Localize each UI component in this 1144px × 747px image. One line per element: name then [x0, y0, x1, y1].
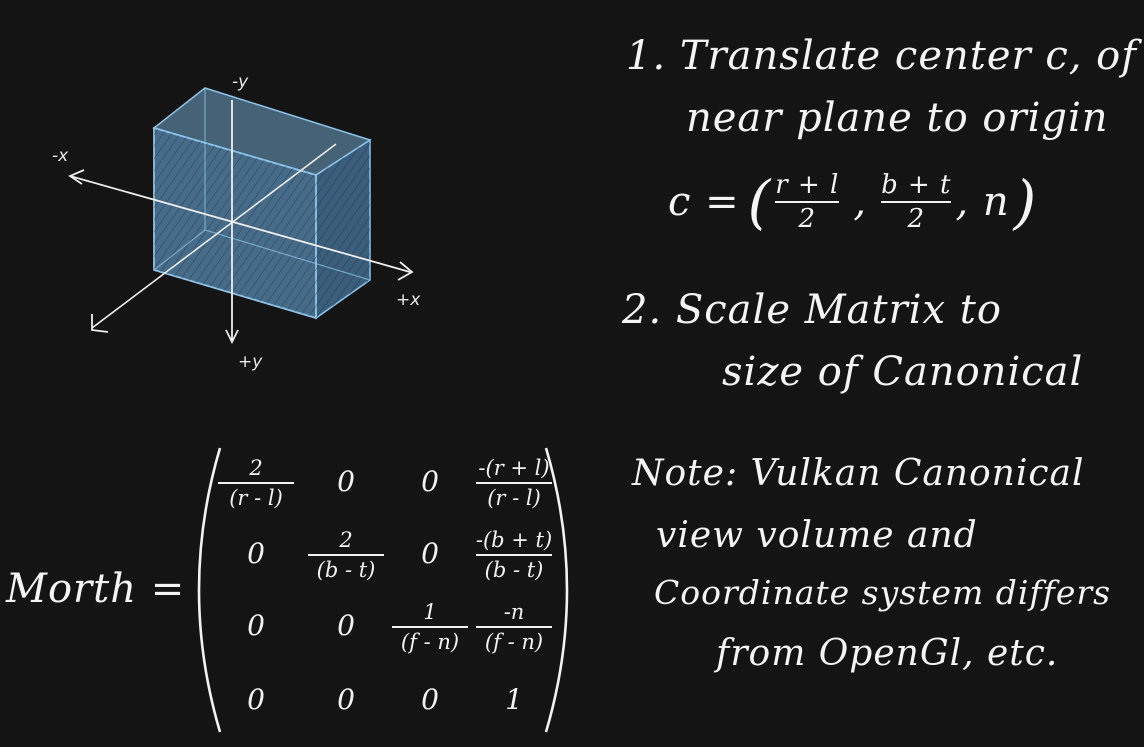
matrix-label: Morth = — [6, 566, 186, 612]
matrix-cell-r3-c4: -n (f - n) — [464, 600, 564, 654]
matrix-entry-denominator: (r - l) — [229, 486, 283, 510]
matrix-entry: 0 — [337, 465, 355, 498]
z-axis — [91, 143, 337, 329]
matrix-cell-r4-c2: 0 — [296, 686, 396, 714]
center-formula: c = ( r + l 2 , b + t 2 , n ) — [668, 168, 1037, 236]
fraction-bar — [392, 626, 468, 628]
view-volume-diagram — [68, 87, 414, 345]
matrix-cell-r4-c4: 1 — [464, 686, 564, 714]
step2-line1: 2. Scale Matrix to — [622, 287, 1002, 333]
neg-x-arrowhead — [68, 169, 85, 185]
pos-x-label: +x — [396, 290, 421, 310]
step1-line1: 1. Translate center c, of — [626, 33, 1138, 79]
box-side-hatch — [316, 140, 370, 318]
matrix-entry-denominator: (b - t) — [316, 558, 376, 582]
matrix-cell-r1-c3: 0 — [380, 468, 480, 496]
pos-x-arrowhead — [397, 261, 414, 281]
center-formula-comma: , — [853, 179, 868, 225]
fraction-bar — [308, 554, 384, 556]
matrix-entry: 1 — [505, 683, 523, 716]
matrix-cell-r1-c4: -(r + l) (r - l) — [464, 456, 564, 510]
step2-line2: size of Canonical — [722, 349, 1084, 395]
center-formula-close-paren: ) — [1013, 168, 1038, 236]
pos-y-label: +y — [238, 352, 263, 372]
matrix-entry: 0 — [247, 609, 265, 642]
center-x-numerator: r + l — [775, 170, 840, 200]
center-formula-lhs: c = — [668, 179, 740, 225]
matrix-entry-numerator: 1 — [423, 600, 437, 624]
center-y-fraction: b + t 2 — [881, 170, 952, 234]
matrix-cell-r4-c1: 0 — [206, 686, 306, 714]
matrix-brackets — [197, 447, 569, 733]
matrix-entry: 0 — [337, 609, 355, 642]
x-axis — [69, 175, 411, 273]
matrix-entry: 0 — [337, 683, 355, 716]
matrix-cell-r3-c3: 1 (f - n) — [380, 600, 480, 654]
fraction-bar — [775, 201, 840, 203]
neg-y-label: -y — [232, 72, 249, 92]
matrix-entry: 0 — [421, 537, 439, 570]
center-x-fraction: r + l 2 — [775, 170, 840, 234]
matrix-cell-r1-c2: 0 — [296, 468, 396, 496]
fraction-bar — [476, 554, 552, 556]
z-arrowhead — [91, 314, 109, 333]
matrix-entry-denominator: (f - n) — [400, 630, 460, 654]
matrix-entry: 0 — [247, 537, 265, 570]
center-y-numerator: b + t — [881, 170, 952, 200]
matrix-entry-numerator: -n — [503, 600, 525, 624]
center-y-denominator: 2 — [907, 204, 926, 234]
matrix-entry-numerator: 2 — [339, 528, 353, 552]
matrix-entry-denominator: (r - l) — [487, 486, 541, 510]
matrix-entry-numerator: -(b + t) — [475, 528, 553, 552]
orthographic-matrix: 2 (r - l) 0 0 -(r + l) (r - l) 0 2 (b - t) 0 -(b +… — [186, 440, 582, 740]
matrix-entry: 0 — [421, 683, 439, 716]
box-hidden-edge — [153, 229, 206, 271]
matrix-cell-r2-c1: 0 — [206, 540, 306, 568]
matrix-cell-r3-c2: 0 — [296, 612, 396, 640]
matrix-cell-r4-c3: 0 — [380, 686, 480, 714]
matrix-entry-numerator: -(r + l) — [478, 456, 550, 480]
matrix-cell-r2-c2: 2 (b - t) — [296, 528, 396, 582]
pos-y-arrowhead — [225, 329, 239, 345]
matrix-cell-r1-c1: 2 (r - l) — [206, 456, 306, 510]
matrix-cell-r2-c4: -(b + t) (b - t) — [464, 528, 564, 582]
note-line2: view volume and — [656, 515, 978, 556]
left-bracket — [197, 447, 222, 733]
matrix-cell-r2-c3: 0 — [380, 540, 480, 568]
fraction-bar — [476, 482, 552, 484]
fraction-bar — [218, 482, 294, 484]
matrix-entry: 0 — [421, 465, 439, 498]
fraction-bar — [476, 626, 552, 628]
center-formula-open-paren: ( — [747, 168, 772, 236]
center-x-denominator: 2 — [798, 204, 817, 234]
right-bracket — [544, 447, 569, 733]
fraction-bar — [881, 201, 952, 203]
center-z-term: , n — [955, 179, 1010, 225]
note-line3: Coordinate system differs — [654, 573, 1112, 612]
matrix-entry-denominator: (f - n) — [484, 630, 544, 654]
note-line4: from OpenGl, etc. — [716, 633, 1059, 674]
matrix-entry-numerator: 2 — [249, 456, 263, 480]
neg-x-label: -x — [52, 146, 69, 166]
matrix-cell-r3-c1: 0 — [206, 612, 306, 640]
matrix-entry-denominator: (b - t) — [484, 558, 544, 582]
matrix-entry: 0 — [247, 683, 265, 716]
step1-line2: near plane to origin — [686, 95, 1109, 141]
note-line1: Note: Vulkan Canonical — [632, 453, 1085, 494]
